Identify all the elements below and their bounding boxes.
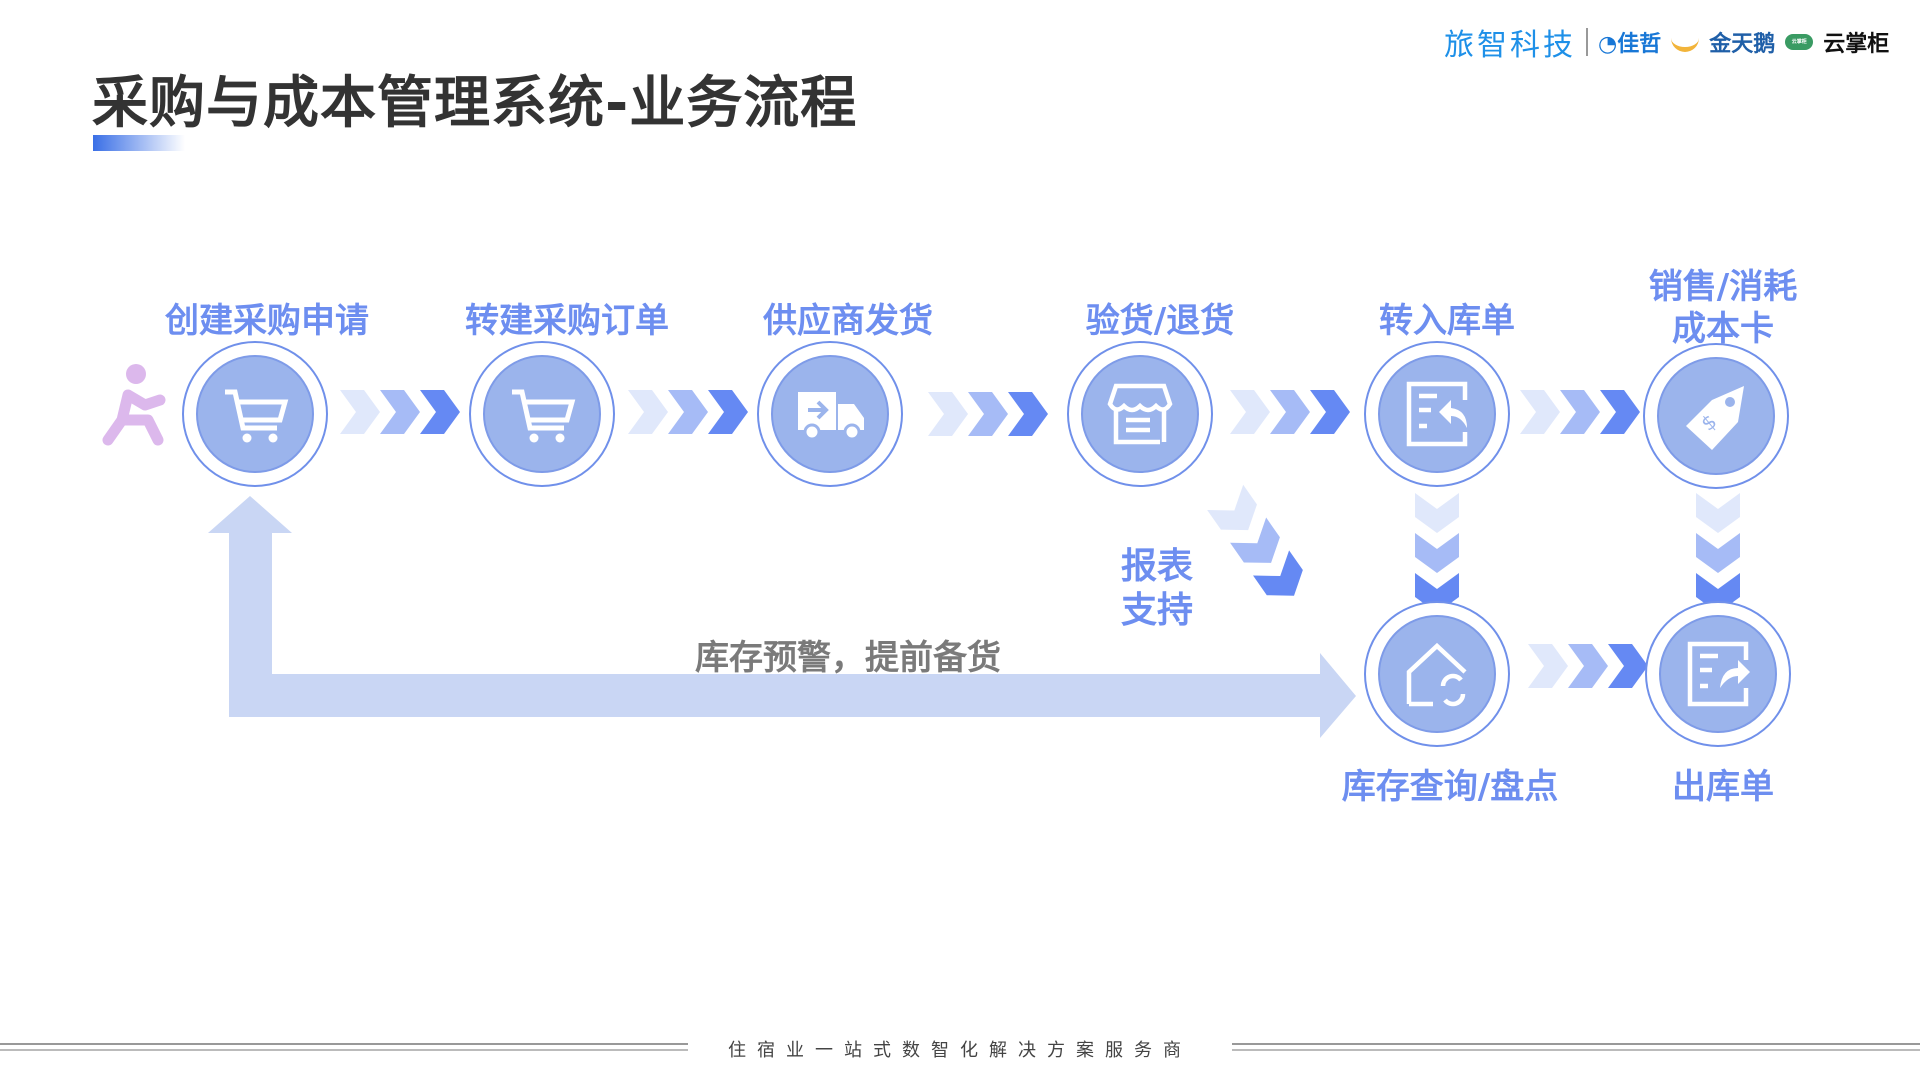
step-node-3 [757,341,903,487]
step-label-5: 转入库单 [1379,300,1515,342]
footer-tagline: 住宿业一站式数智化解决方案服务商 [728,1040,1192,1061]
chevron-arrow-icon [1528,644,1568,688]
step-node-6: $ [1643,343,1789,489]
flow-chevrons-2 [628,390,748,434]
chevron-arrow-icon [1008,392,1048,436]
inbound-document-icon [1406,381,1468,447]
step-node-5 [1364,341,1510,487]
flow-chevrons-down-2 [1696,493,1740,613]
report-support-label: 报表 支持 [1121,545,1193,633]
step-node-2 [469,341,615,487]
step-circle [1081,355,1199,473]
step-label-8: 出库单 [1672,766,1774,808]
footer-rule-left [0,1043,688,1051]
chevron-arrow-icon [1230,517,1280,563]
step-label-text: 库存查询/盘点 [1341,767,1559,807]
chevron-arrow-icon [420,390,460,434]
step-label-text-2: 成本卡 [1671,309,1774,349]
step-label-7: 库存查询/盘点 [1342,766,1558,808]
chevron-arrow-icon [1608,644,1648,688]
step-label-text: 销售/消耗 [1648,267,1798,307]
price-tag-icon: $ [1686,386,1744,450]
footer-rule-right [1232,1043,1920,1051]
chevron-arrow-icon [1310,390,1350,434]
step-circle [483,355,601,473]
chevron-arrow-icon [1696,533,1740,573]
swan-icon [1671,33,1700,52]
chevron-arrow-icon [340,390,380,434]
step-label-4: 验货/退货 [1086,300,1234,342]
chevron-arrow-icon [1560,390,1600,434]
step-circle [1659,615,1777,733]
chevron-arrow-icon [1253,550,1303,596]
step-node-1 [182,341,328,487]
step-circle [1378,615,1496,733]
partner-name: 佳哲 [1617,32,1662,57]
flow-chevrons-down-1 [1415,493,1459,613]
step-label-3: 供应商发货 [763,300,933,342]
chevron-arrow-icon [1270,390,1310,434]
chevron-arrow-icon [1415,533,1459,573]
page-title: 采购与成本管理系统-业务流程 [92,71,858,136]
report-line-2: 支持 [1120,590,1194,631]
partner-logo-jiazhe: ◔佳哲 [1598,32,1662,57]
loop-arrow [208,496,1356,738]
step-circle [196,355,314,473]
step-circle [1378,355,1496,473]
partner-logo-yunzhanggui: 云掌柜 [1823,32,1890,57]
flow-chevrons-4 [1230,390,1350,434]
chevron-arrow-icon [1696,493,1740,533]
report-line-1: 报表 [1120,546,1194,587]
flow-chevrons-report [1207,484,1303,596]
step-label-text: 出库单 [1672,767,1774,807]
step-label-text: 创建采购申请 [165,301,369,341]
step-label-2: 转建采购订单 [465,300,669,342]
outbound-document-icon [1687,641,1750,707]
title-underline [93,135,185,151]
flow-chevrons-1 [340,390,460,434]
step-circle [771,355,889,473]
logo-divider [1586,28,1588,56]
shopping-cart-icon [512,389,576,443]
flow-chevrons-6 [1528,644,1648,688]
flow-chevrons-3 [928,392,1048,436]
partner-logo-jintiane: 金天鹅 [1709,32,1776,57]
chevron-arrow-icon [628,390,668,434]
step-label-text: 转建采购订单 [465,301,669,341]
step-circle: $ [1657,357,1775,475]
step-label-1: 创建采购申请 [165,300,369,342]
logo-bar: 旅智科技 ◔佳哲 金天鹅 云掌柜 云掌柜 [1444,22,1890,63]
chevron-arrow-icon [928,392,968,436]
chevron-arrow-icon [668,390,708,434]
runner-icon [102,364,166,446]
step-node-7 [1364,601,1510,747]
step-node-4 [1067,341,1213,487]
shopping-cart-icon [225,389,289,443]
brand-logo: 旅智科技 [1444,28,1576,63]
loop-label: 库存预警，提前备货 [695,638,1001,678]
chevron-arrow-icon [1230,390,1270,434]
chevron-arrow-icon [380,390,420,434]
chevron-arrow-icon [1600,390,1640,434]
delivery-truck-icon [798,392,864,441]
step-label-text: 验货/退货 [1085,301,1235,341]
chevron-arrow-icon [1568,644,1608,688]
warehouse-refresh-icon [1406,642,1467,707]
store-icon [1107,383,1173,445]
cloud-icon: 云掌柜 [1785,34,1814,50]
step-label-text: 转入库单 [1379,301,1515,341]
chevron-arrow-icon [968,392,1008,436]
chevron-arrow-icon [1207,484,1257,531]
chevron-arrow-icon [1415,493,1459,533]
step-node-8 [1645,601,1791,747]
flow-chevrons-5 [1520,390,1640,434]
step-label-6: 销售/消耗成本卡 [1649,266,1797,350]
chevron-arrow-icon [1520,390,1560,434]
step-label-text: 供应商发货 [763,301,933,341]
chevron-arrow-icon [708,390,748,434]
